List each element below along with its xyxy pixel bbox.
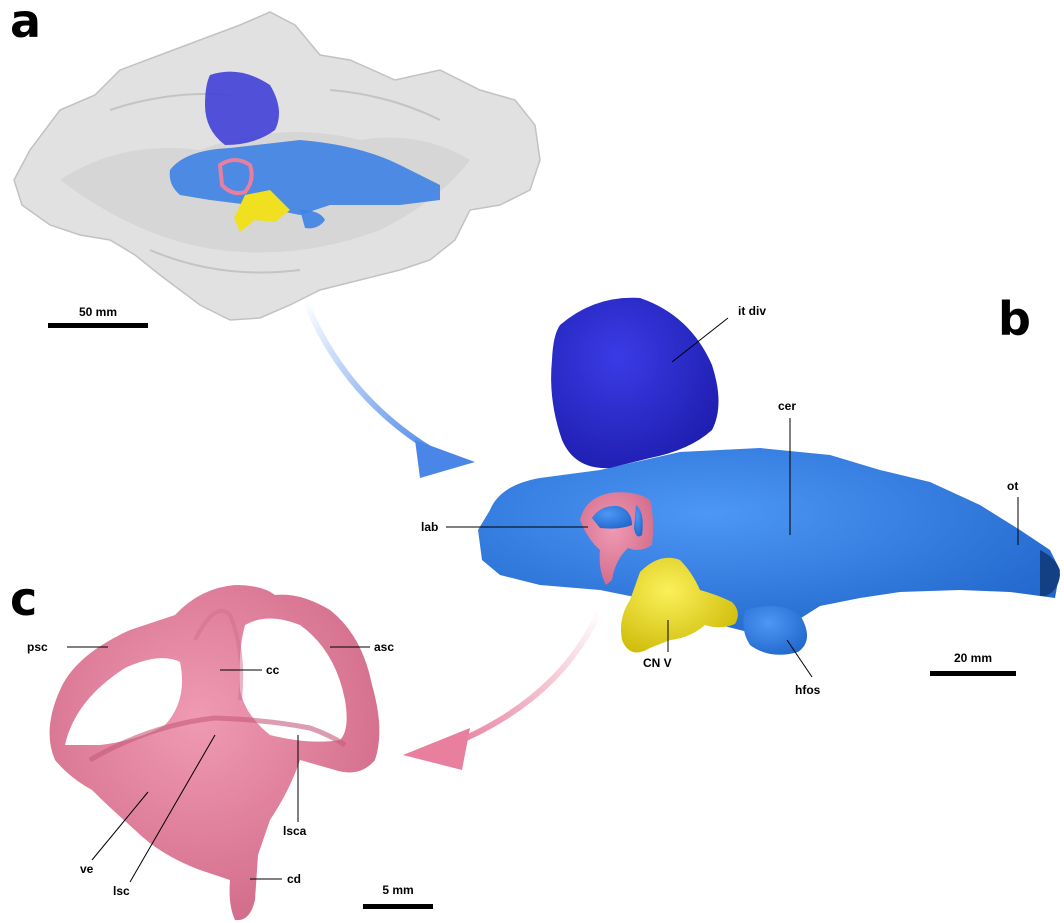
label-ot: ot — [1007, 479, 1018, 493]
panel-c: c psc asc cc lsca ve lsc cd — [10, 572, 433, 920]
label-hfos: hfos — [795, 683, 821, 697]
scale-bar-c-label: 5 mm — [382, 883, 413, 897]
panel-letter-b: b — [998, 292, 1031, 346]
label-psc: psc — [27, 640, 48, 654]
label-cn-v: CN V — [643, 656, 672, 670]
scale-bar-a-label: 50 mm — [79, 305, 117, 319]
hypophyseal-fossa — [743, 606, 807, 655]
label-it-div: it div — [738, 304, 766, 318]
it-div-lobe — [551, 298, 718, 468]
panel-a: a 50 mm — [10, 0, 540, 328]
label-lsc: lsc — [113, 884, 130, 898]
label-lsca: lsca — [283, 824, 307, 838]
label-asc: asc — [374, 640, 394, 654]
label-cd: cd — [287, 872, 301, 886]
labyrinth-large — [50, 585, 380, 920]
scale-bar-c: 5 mm — [363, 883, 433, 909]
arrow-a-to-b — [305, 300, 475, 478]
label-cer: cer — [778, 399, 796, 413]
arrow-b-to-c — [403, 610, 600, 770]
scale-bar-b: 20 mm — [930, 651, 1016, 676]
panel-letter-a: a — [10, 0, 41, 48]
label-lab: lab — [421, 520, 438, 534]
scale-bar-a: 50 mm — [48, 305, 148, 328]
scale-bar-b-label: 20 mm — [954, 651, 992, 665]
olfactory-tract-end — [1040, 550, 1060, 596]
label-ve: ve — [80, 862, 94, 876]
panel-b: b it div cer ot lab CN V hfos 20 mm — [421, 292, 1060, 697]
panel-letter-c: c — [10, 572, 37, 626]
label-cc: cc — [266, 663, 280, 677]
